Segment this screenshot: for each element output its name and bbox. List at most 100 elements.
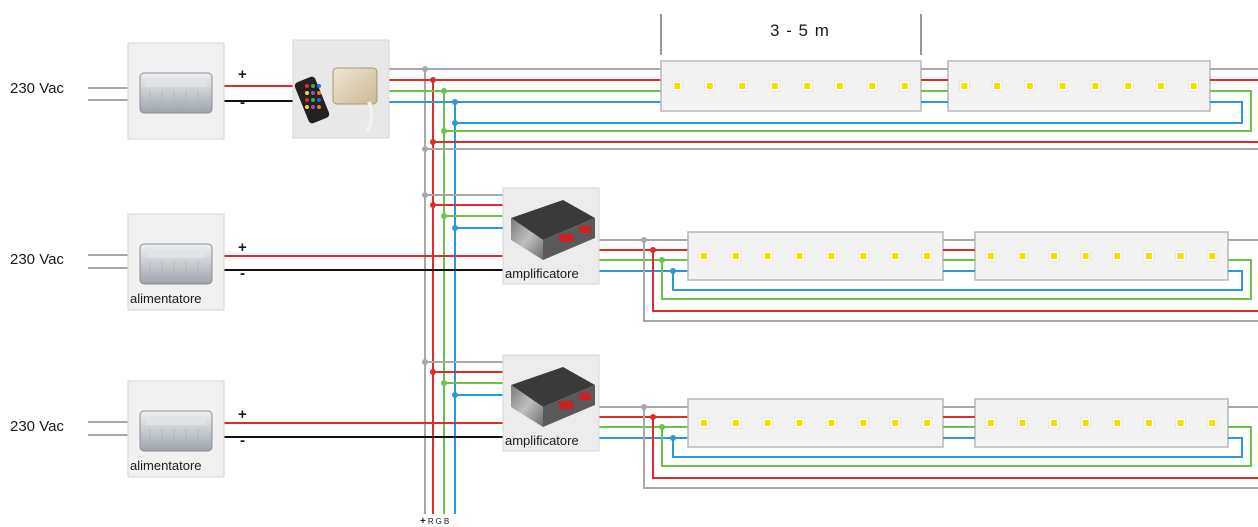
amp-terminal <box>579 393 591 400</box>
return-wire-common <box>643 240 1258 322</box>
amp-terminal <box>559 234 573 242</box>
remote-button <box>311 98 315 102</box>
bus-label-r: R <box>427 517 436 526</box>
psu-top-highlight <box>146 250 206 258</box>
controller-cable <box>365 101 374 133</box>
remote-button <box>317 91 321 95</box>
led-chip <box>700 420 707 426</box>
psu-label-row2: alimentatore <box>130 291 202 306</box>
junction-dot <box>430 139 436 145</box>
amp-terminal <box>579 226 591 233</box>
remote-button <box>305 105 309 109</box>
led-chip <box>1145 420 1152 426</box>
junction-dot <box>441 128 447 134</box>
strip-body <box>974 398 1229 448</box>
led-chip <box>892 253 899 259</box>
voltage-label-row2: 230 Vac <box>10 251 64 268</box>
remote-button <box>305 98 309 102</box>
led-chip <box>1145 253 1152 259</box>
return-wire-red <box>652 417 1258 479</box>
led-chip <box>1114 420 1121 426</box>
led-strip-row1-seg2 <box>947 60 1211 112</box>
led-chip <box>1177 253 1184 259</box>
controller-box <box>332 67 378 105</box>
rgb-bus <box>424 69 456 514</box>
return-wire-green <box>661 426 1252 467</box>
remote-button <box>305 84 309 88</box>
remote-button <box>311 91 315 95</box>
return-wire-red <box>652 250 1258 312</box>
led-chip <box>764 253 771 259</box>
led-chip <box>860 253 867 259</box>
led-chip <box>739 83 746 89</box>
minus-sign-row1: - <box>240 94 245 111</box>
led-chip <box>1157 83 1164 89</box>
power-supply-row2 <box>127 213 225 311</box>
length-bracket <box>660 14 922 55</box>
remote-button <box>305 91 309 95</box>
remote-button <box>311 84 315 88</box>
row-2 <box>88 192 1258 322</box>
led-chip <box>1051 420 1058 426</box>
junction-dot <box>422 146 428 152</box>
bus-label-common: + <box>420 516 428 527</box>
led-strip-row2-seg1 <box>687 231 944 281</box>
led-chip <box>1114 253 1121 259</box>
amp-top <box>511 367 595 407</box>
remote-button <box>311 105 315 109</box>
junction-dot <box>441 213 447 219</box>
strip-body <box>687 231 944 281</box>
return-wire-blue <box>672 437 1243 458</box>
led-chip <box>732 253 739 259</box>
junction-dot <box>441 88 447 94</box>
rows-layer <box>88 39 1258 489</box>
return-wire-blue <box>455 101 1243 124</box>
led-chip <box>1190 83 1197 89</box>
amplifier-row3 <box>502 354 600 452</box>
led-strip-row2-seg2 <box>974 231 1229 281</box>
led-chip <box>828 253 835 259</box>
led-chip <box>1059 83 1066 89</box>
amp-label-row3: amplificatore <box>505 433 579 448</box>
led-chip <box>860 420 867 426</box>
junction-dot <box>452 392 458 398</box>
led-chip <box>804 83 811 89</box>
led-chip <box>924 420 931 426</box>
strip-body <box>947 60 1211 112</box>
junction-dot <box>422 66 428 72</box>
led-chip <box>1177 420 1184 426</box>
led-chip <box>961 83 968 89</box>
led-chip <box>1026 83 1033 89</box>
amp-side-left <box>511 385 543 427</box>
led-chip <box>1125 83 1132 89</box>
junction-dot <box>452 99 458 105</box>
junction-dot <box>430 369 436 375</box>
minus-sign-row2: - <box>240 265 245 282</box>
bus-label-g: G <box>435 517 444 526</box>
return-wire-common <box>643 407 1258 489</box>
junction-dot <box>430 77 436 83</box>
led-chip <box>836 83 843 89</box>
led-chip <box>994 83 1001 89</box>
bus-label-b: B <box>443 517 452 526</box>
segment-length-label: 3 - 5 m <box>770 21 830 40</box>
led-chip <box>1051 253 1058 259</box>
led-chip <box>1209 420 1216 426</box>
led-chip <box>987 253 994 259</box>
led-chip <box>1019 420 1026 426</box>
amplifier-row2 <box>502 187 600 285</box>
amp-terminal <box>559 401 573 409</box>
led-strip-row1-seg1 <box>660 60 922 112</box>
row-3 <box>88 359 1258 489</box>
psu-top-highlight <box>146 417 206 425</box>
led-strip-row3-seg2 <box>974 398 1229 448</box>
led-chip <box>1209 253 1216 259</box>
led-chip <box>1082 420 1089 426</box>
led-chip <box>1019 253 1026 259</box>
led-chip <box>892 420 899 426</box>
remote-button <box>317 98 321 102</box>
strip-body <box>974 231 1229 281</box>
junction-dot <box>430 202 436 208</box>
psu-label-row3: alimentatore <box>130 458 202 473</box>
